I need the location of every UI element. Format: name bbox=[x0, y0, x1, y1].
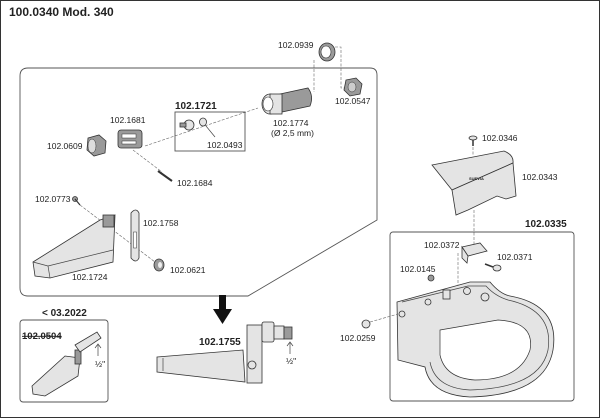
part-102-1684 bbox=[157, 170, 173, 182]
label-102-1681: 102.1681 bbox=[110, 115, 146, 125]
label-102-0346: 102.0346 bbox=[482, 133, 518, 143]
label-102-0371: 102.0371 bbox=[497, 252, 533, 262]
label-102-1684: 102.1684 bbox=[177, 178, 213, 188]
arrow-down-icon bbox=[213, 295, 232, 324]
label-102-0259: 102.0259 bbox=[340, 333, 376, 343]
label-102-0939: 102.0939 bbox=[278, 40, 314, 50]
suevia-logo: SUEVIA bbox=[469, 176, 484, 181]
part-102-0371 bbox=[484, 263, 502, 272]
label-102-1774: 102.1774 bbox=[273, 118, 309, 128]
part-102-0346 bbox=[468, 135, 478, 146]
part-102-0493 bbox=[199, 117, 207, 127]
part-102-1724 bbox=[32, 214, 116, 279]
kit-102-1721-box bbox=[174, 111, 246, 152]
part-102-0145 bbox=[427, 274, 435, 282]
label-102-0335: 102.0335 bbox=[525, 219, 567, 230]
thread-label-1755: ½" bbox=[286, 356, 296, 366]
label-102-1721: 102.1721 bbox=[175, 101, 217, 112]
part-102-0773 bbox=[72, 196, 81, 206]
label-102-0773: 102.0773 bbox=[35, 194, 71, 204]
label-102-0547: 102.0547 bbox=[335, 96, 371, 106]
part-bowl bbox=[396, 281, 555, 398]
leader bbox=[369, 313, 399, 323]
leader bbox=[335, 46, 347, 89]
label-102-0504-discontinued: 102.0504 bbox=[22, 331, 62, 342]
label-102-0609: 102.0609 bbox=[47, 141, 83, 151]
part-102-0372 bbox=[461, 242, 488, 264]
label-102-1758: 102.1758 bbox=[143, 218, 179, 228]
thread-label-0504: ½" bbox=[95, 359, 105, 369]
part-102-0504 bbox=[31, 331, 102, 397]
label-102-0493: 102.0493 bbox=[207, 140, 243, 150]
legacy-part-box bbox=[19, 319, 109, 403]
label-102-1724: 102.1724 bbox=[72, 272, 108, 282]
label-102-0145: 102.0145 bbox=[400, 264, 436, 274]
part-102-1755 bbox=[156, 321, 294, 384]
leader bbox=[132, 149, 163, 173]
leader bbox=[79, 204, 156, 263]
label-102-1755: 102.1755 bbox=[199, 337, 241, 348]
valve-assembly-panel bbox=[19, 67, 378, 297]
part-102-0343: SUEVIA bbox=[431, 150, 517, 216]
label-102-0621: 102.0621 bbox=[170, 265, 206, 275]
part-102-1758 bbox=[130, 209, 140, 262]
legacy-date-label: < 03.2022 bbox=[42, 308, 87, 319]
part-102-1681 bbox=[117, 129, 143, 149]
part-102-0259 bbox=[361, 319, 371, 329]
axis-line bbox=[144, 107, 259, 147]
label-102-0372: 102.0372 bbox=[424, 240, 460, 250]
leader-arrow bbox=[205, 125, 216, 138]
diagram-title: 100.0340 Mod. 340 bbox=[9, 5, 114, 19]
part-102-0939 bbox=[318, 42, 336, 62]
part-102-1774 bbox=[261, 87, 312, 115]
part-102-0609 bbox=[86, 134, 107, 157]
part-102-0547 bbox=[343, 77, 363, 97]
label-102-1774-diameter: (Ø 2,5 mm) bbox=[271, 128, 314, 138]
part-valve-insert bbox=[179, 119, 195, 131]
label-102-0343: 102.0343 bbox=[522, 172, 558, 182]
part-102-0621 bbox=[153, 258, 165, 272]
